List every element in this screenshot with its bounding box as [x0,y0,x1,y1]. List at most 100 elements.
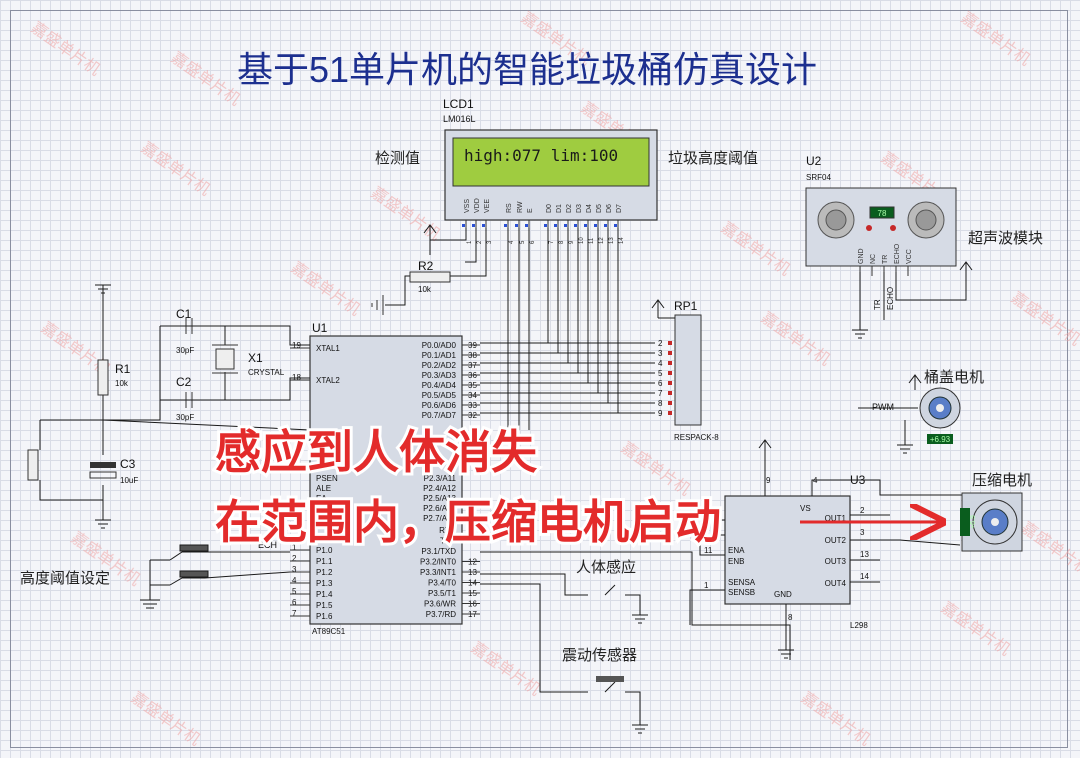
u2-pin-label: ECHO [894,243,901,264]
rp1-pin-number: 2 [658,339,663,348]
pin-marker [668,351,672,355]
c3-capacitor[interactable]: C3 10uF [89,457,138,485]
compress-motor-readout: +6.9 [970,515,977,529]
pin-marker [668,401,672,405]
u3-pin-name: OUT4 [825,579,847,588]
u3-pin-name: SENSA [728,578,756,587]
lcd-pin-number: 11 [589,237,595,244]
label-threshold-value: 垃圾高度阈值 [668,150,758,167]
x1-crystal[interactable]: X1 CRYSTAL [212,344,285,377]
u2-display-value: 78 [878,209,887,218]
u2-display [869,206,895,219]
u3-pin-name: ENA [728,546,745,555]
mcu-pin-name: P3.4/T0 [428,579,457,588]
mcu-pin-name: P2.7/A15 [423,514,456,523]
u1-ref: U1 [312,321,328,335]
lcd-display-text: high:077 lim:100 [464,146,618,165]
x1-value: CRYSTAL [248,368,285,377]
watermark-text: 嘉盛单片机 [958,9,1034,70]
lcd-pin-label: D7 [616,204,623,213]
lcd-data-bus [385,228,655,430]
mcu-pin-name: P0.0/AD0 [422,341,457,350]
mcu-pin-name: P0.4/AD4 [422,381,457,390]
rp1-pin-number: 5 [658,369,663,378]
mcu-pin-name: P1.0 [316,546,333,555]
c2-capacitor[interactable]: C2 30pF [176,375,194,422]
mcu-pin-number: 5 [292,587,297,596]
u3-pin-number: 6 [704,511,709,520]
lcd-pin-label: VDD [474,198,481,213]
mcu-pin-name: P0.2/AD2 [422,361,457,370]
u3-pin-number: 9 [766,476,771,485]
mcu-at89c51[interactable]: U1 AT89C51 XTAL119XTAL218PSENALEEAP1.01P… [290,321,480,636]
vibration-switch[interactable] [596,676,624,682]
rp1-pin-number: 4 [658,359,663,368]
lcd-pin-number: 3 [487,240,493,244]
lcd-pin-label: VEE [484,199,491,213]
mcu-pin-number: 6 [292,598,297,607]
lcd-pin-label: D0 [546,204,553,213]
u3-pin-number: 13 [860,550,869,559]
r1-resistor[interactable]: R1 10k [97,359,131,396]
label-pwm: PWM [872,402,894,412]
pin-marker [482,224,485,227]
compress-motor[interactable]: +6.9 [960,492,1023,552]
c1-capacitor[interactable]: C1 30pF [176,307,194,355]
lcd-pin-number: 2 [477,240,483,244]
u2-net-label: ECHO [886,287,895,310]
pin-marker [668,361,672,365]
watermark-text: 嘉盛单片机 [28,19,104,80]
rp1-pin-number: 8 [658,399,663,408]
sensor-wires [480,551,791,734]
lcd-pin-label: E [527,208,534,213]
c2-value: 30pF [176,413,194,422]
pin-marker [584,224,587,227]
mcu-pin-name: P3.6/WR [424,600,456,609]
mcu-pin-name: P0.6/AD6 [422,401,457,410]
mcu-pin-name: PSEN [316,474,338,483]
label-detect-value: 检测值 [375,150,420,167]
mcu-pin-name: P2.3/A11 [424,474,457,483]
pin-marker [472,224,475,227]
pin-marker [515,224,518,227]
u1-model: AT89C51 [312,627,346,636]
lcd-pin-label: RS [506,203,513,213]
watermark-text: 嘉盛单片机 [138,139,214,200]
pin-marker [574,224,577,227]
sheet-border [10,10,1068,748]
lcd-pin-number: 12 [599,237,605,244]
mcu-pin-name: P1.2 [316,568,333,577]
reset-button[interactable] [27,449,39,481]
rp1-pin-number: 6 [658,379,663,388]
c1-ref: C1 [176,307,192,321]
mcu-pin-name: P1.6 [316,612,333,621]
u3-pin-number: 14 [860,572,869,581]
label-ultrasonic: 超声波模块 [968,229,1043,247]
watermark-text: 嘉盛单片机 [1008,289,1080,350]
overlay-line-2: 在范围内，压缩电机启动 [215,496,721,548]
r2-body [409,271,451,283]
mcu-pin-name: XTAL2 [316,376,340,385]
lcd-component[interactable]: LCD1 LM016L high:077 lim:100 VSS1VDD2VEE… [443,97,658,244]
r2-resistor[interactable]: R2 10k [371,259,451,315]
u3-pin-number: 8 [788,613,793,622]
x1-ref: X1 [248,351,263,365]
mcu-pin-name: EA [316,494,327,503]
pin-marker [544,224,547,227]
lid-motor[interactable]: +6.93 [919,387,961,444]
lcd-pin-label: D4 [586,204,593,213]
pin-marker [668,411,672,415]
rp1-pin-number: 7 [658,389,663,398]
threshold-buttons[interactable] [140,544,291,609]
lcd-pin-number: 1 [467,240,473,244]
rp1-pin-number: 9 [658,409,663,418]
lcd-pin-number: 4 [509,240,515,244]
u2-pin-label: VCC [906,249,913,264]
u2-wires [852,261,973,339]
lcd-pin-number: 8 [559,240,565,244]
mcu-pin-number: 2 [292,554,297,563]
mcu-pin-name: P0.1/AD1 [422,351,457,360]
